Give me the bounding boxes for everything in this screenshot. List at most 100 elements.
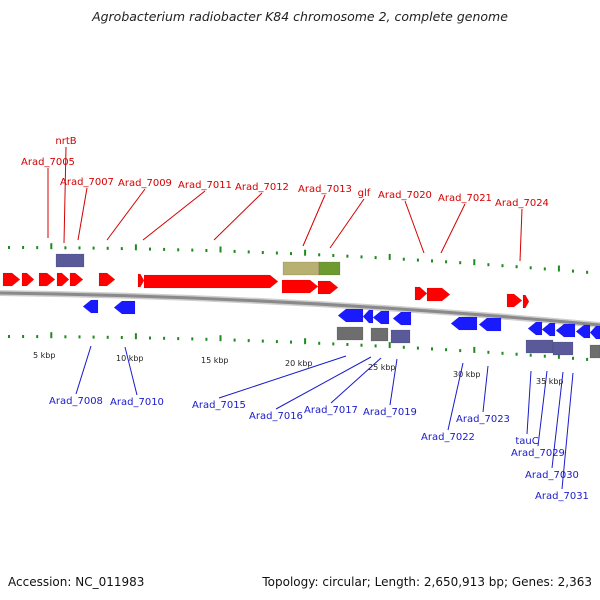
reverse-label-leader <box>275 356 372 410</box>
gene-label-arad-7007: Arad_7007 <box>60 177 114 188</box>
kbp-scale-label: 15 kbp <box>201 356 229 365</box>
reverse-scale-tick <box>233 338 236 342</box>
topology-text: Topology: circular; Length: 2,650,913 bp… <box>262 575 592 589</box>
forward-gene-arrow <box>98 272 116 287</box>
forward-scale-tick <box>134 244 137 251</box>
reverse-scale-tick <box>50 332 53 339</box>
forward-label-leader <box>63 146 67 244</box>
reverse-label-leader <box>561 372 574 490</box>
gene-label-arad-7008: Arad_7008 <box>49 396 103 407</box>
forward-gene-arrow <box>2 272 21 287</box>
kbp-scale-label: 30 kbp <box>453 370 481 379</box>
gene-label-tauc: tauC <box>515 436 538 447</box>
reverse-scale-tick <box>402 345 405 349</box>
reverse-label-leader <box>218 355 347 399</box>
gene-label-arad-7012: Arad_7012 <box>235 182 289 193</box>
forward-scale-tick <box>78 246 81 250</box>
gene-label-arad-7031: Arad_7031 <box>535 491 589 502</box>
gene-label-arad-7029: Arad_7029 <box>511 448 565 459</box>
feature-box <box>55 253 85 268</box>
forward-gene-arrow <box>506 293 523 308</box>
forward-gene-arrow <box>137 273 145 288</box>
forward-label-leader <box>302 194 326 247</box>
reverse-gene-arrow <box>450 316 478 331</box>
forward-scale-tick <box>473 259 476 266</box>
forward-label-leader <box>213 192 263 241</box>
reverse-gene-arrow <box>337 308 364 323</box>
forward-label-leader <box>404 200 425 254</box>
reverse-scale-tick <box>163 336 166 340</box>
reverse-label-leader <box>330 357 382 404</box>
reverse-scale-tick <box>22 335 25 338</box>
forward-scale-tick <box>445 260 448 264</box>
feature-box <box>525 339 554 354</box>
reverse-scale-tick <box>388 342 391 349</box>
reverse-scale-tick <box>501 351 504 355</box>
reverse-scale-tick <box>473 346 476 353</box>
forward-scale-tick <box>275 251 278 255</box>
reverse-scale-tick <box>445 348 448 352</box>
reverse-gene-arrow <box>555 323 576 338</box>
feature-box <box>552 341 574 356</box>
gene-label-arad-7009: Arad_7009 <box>118 178 172 189</box>
reverse-label-leader <box>551 371 564 469</box>
gene-label-arad-7020: Arad_7020 <box>378 190 432 201</box>
reverse-label-leader <box>75 345 92 395</box>
forward-gene-arrow <box>69 272 84 287</box>
forward-scale-tick <box>459 261 462 265</box>
reverse-scale-tick <box>64 335 67 339</box>
forward-scale-tick <box>233 249 236 253</box>
forward-scale-tick <box>191 248 194 252</box>
forward-scale-tick <box>219 246 222 253</box>
gene-label-arad-7013: Arad_7013 <box>298 184 352 195</box>
forward-scale-tick <box>346 254 349 258</box>
gene-label-arad-7015: Arad_7015 <box>192 400 246 411</box>
reverse-scale-tick <box>515 352 518 356</box>
reverse-label-leader <box>537 370 548 447</box>
reverse-scale-tick <box>557 352 560 359</box>
feature-box <box>390 329 411 344</box>
forward-scale-tick <box>586 270 589 274</box>
reverse-scale-tick <box>572 356 574 360</box>
forward-label-leader <box>519 208 523 262</box>
reverse-gene-arrow <box>527 321 543 336</box>
forward-gene-arrow <box>38 272 56 287</box>
kbp-scale-label: 5 kbp <box>33 351 55 360</box>
reverse-gene-arrow <box>82 299 99 314</box>
forward-scale-tick <box>290 252 292 256</box>
forward-scale-tick <box>557 265 560 272</box>
feature-box <box>318 261 341 276</box>
reverse-scale-tick <box>304 338 307 345</box>
forward-scale-tick <box>247 250 250 254</box>
forward-scale-tick <box>487 263 490 267</box>
reverse-scale-tick <box>374 344 377 348</box>
forward-scale-tick <box>572 269 574 273</box>
accession-text: Accession: NC_011983 <box>8 575 145 589</box>
reverse-gene-arrow <box>113 300 136 315</box>
reverse-scale-tick <box>416 346 419 350</box>
forward-label-leader <box>142 190 206 241</box>
forward-gene-arrow <box>56 272 70 287</box>
reverse-scale-tick <box>290 340 292 344</box>
reverse-scale-tick <box>275 340 278 344</box>
forward-gene-arrow <box>21 272 35 287</box>
map-title: Agrobacterium radiobacter K84 chromosome… <box>92 9 508 24</box>
reverse-scale-tick <box>134 333 137 340</box>
reverse-scale-tick <box>360 343 363 347</box>
forward-label-leader <box>329 198 365 249</box>
genome-backbone <box>0 291 600 327</box>
reverse-scale-tick <box>78 335 81 339</box>
feature-box <box>336 326 364 341</box>
forward-scale-tick <box>360 255 363 259</box>
reverse-scale-tick <box>205 337 208 341</box>
reverse-scale-tick <box>586 357 589 361</box>
gene-label-arad-7005: Arad_7005 <box>21 157 75 168</box>
gene-label-arad-7016: Arad_7016 <box>249 411 303 422</box>
forward-scale-tick <box>50 243 53 250</box>
reverse-gene-arrow <box>362 309 374 324</box>
forward-scale-tick <box>261 251 264 254</box>
forward-gene-arrow <box>143 274 279 289</box>
forward-label-leader <box>106 188 146 241</box>
reverse-scale-tick <box>191 337 194 341</box>
